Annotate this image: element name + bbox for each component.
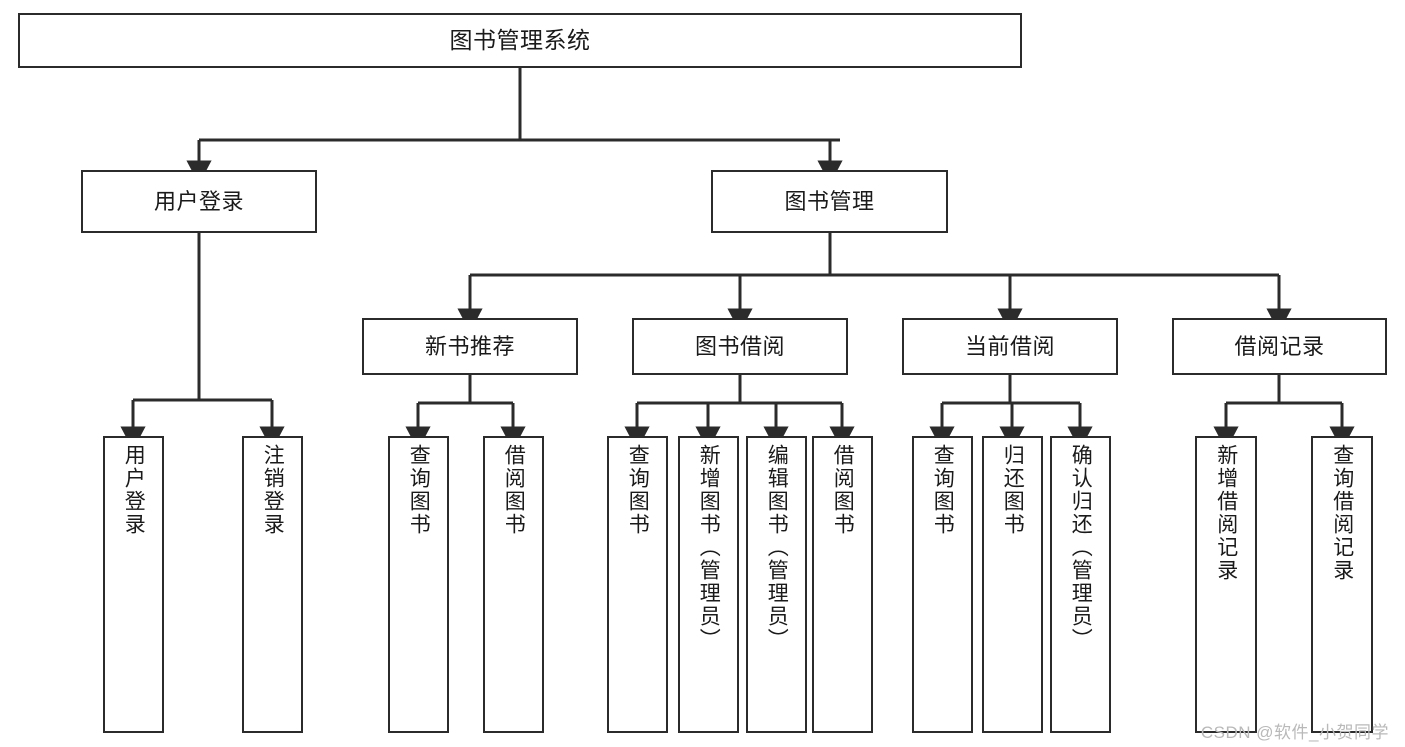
node-book-management[interactable]: 图书管理 xyxy=(711,170,948,233)
node-leaf-query-book-3[interactable]: 查询图书 xyxy=(912,436,973,733)
node-leaf-add-book[interactable]: 新增图书（管理员） xyxy=(678,436,739,733)
watermark: CSDN @软件_小贺同学 xyxy=(1200,723,1389,742)
node-root-book-management-system[interactable]: 图书管理系统 xyxy=(18,13,1022,68)
node-label: 用户登录 xyxy=(122,444,146,536)
node-leaf-logout-login[interactable]: 注销登录 xyxy=(242,436,303,733)
node-label: 编辑图书（管理员） xyxy=(765,444,789,651)
node-label: 查询图书 xyxy=(931,444,955,536)
node-leaf-add-borrow-record[interactable]: 新增借阅记录 xyxy=(1195,436,1257,733)
node-label: 当前借阅 xyxy=(964,333,1055,359)
node-label: 新增借阅记录 xyxy=(1214,444,1238,582)
node-leaf-return-book[interactable]: 归还图书 xyxy=(982,436,1043,733)
node-label: 查询借阅记录 xyxy=(1330,444,1354,582)
node-label: 用户登录 xyxy=(153,188,244,214)
node-label: 图书管理系统 xyxy=(449,26,591,53)
node-label: 查询图书 xyxy=(407,444,431,536)
node-label: 查询图书 xyxy=(626,444,650,536)
node-label: 借阅图书 xyxy=(502,444,526,536)
node-leaf-query-book-1[interactable]: 查询图书 xyxy=(388,436,449,733)
node-label: 注销登录 xyxy=(261,444,285,536)
node-label: 新增图书（管理员） xyxy=(697,444,721,651)
node-label: 借阅图书 xyxy=(831,444,855,536)
node-leaf-query-book-2[interactable]: 查询图书 xyxy=(607,436,668,733)
node-label: 借阅记录 xyxy=(1234,333,1325,359)
node-label: 确认归还（管理员） xyxy=(1069,444,1093,651)
node-new-book-recommend[interactable]: 新书推荐 xyxy=(362,318,578,375)
node-label: 图书借阅 xyxy=(694,333,785,359)
node-label: 归还图书 xyxy=(1001,444,1025,536)
node-leaf-edit-book[interactable]: 编辑图书（管理员） xyxy=(746,436,807,733)
node-label: 新书推荐 xyxy=(424,333,515,359)
node-user-login[interactable]: 用户登录 xyxy=(81,170,317,233)
node-book-borrow[interactable]: 图书借阅 xyxy=(632,318,848,375)
node-leaf-borrow-book-1[interactable]: 借阅图书 xyxy=(483,436,544,733)
node-leaf-query-borrow-record[interactable]: 查询借阅记录 xyxy=(1311,436,1373,733)
node-leaf-user-login[interactable]: 用户登录 xyxy=(103,436,164,733)
node-borrow-record[interactable]: 借阅记录 xyxy=(1172,318,1387,375)
node-leaf-borrow-book-2[interactable]: 借阅图书 xyxy=(812,436,873,733)
node-current-borrow[interactable]: 当前借阅 xyxy=(902,318,1118,375)
node-leaf-confirm-return[interactable]: 确认归还（管理员） xyxy=(1050,436,1111,733)
node-label: 图书管理 xyxy=(784,188,875,214)
